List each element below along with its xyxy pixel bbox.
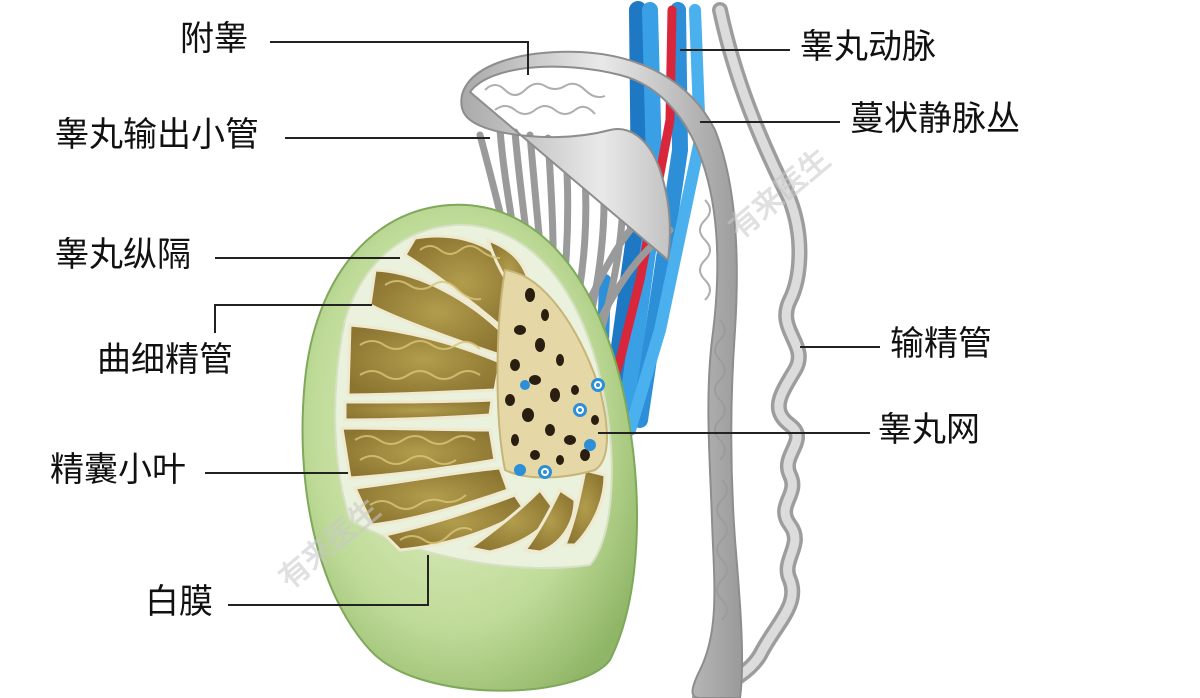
label-testicular-artery: 睾丸动脉 bbox=[800, 30, 936, 64]
label-lobules: 精囊小叶 bbox=[50, 453, 186, 487]
label-pampiniform-plexus: 蔓状静脉丛 bbox=[850, 102, 1020, 136]
label-epididymis: 附睾 bbox=[180, 22, 248, 56]
label-efferent-ductules: 睾丸输出小管 bbox=[55, 118, 259, 152]
watermark: 有来医生 bbox=[723, 142, 837, 246]
label-tunica-albuginea: 白膜 bbox=[145, 585, 213, 619]
label-rete-testis: 睾丸网 bbox=[878, 413, 980, 447]
label-seminiferous-tubules: 曲细精管 bbox=[97, 343, 233, 377]
label-vas-deferens: 输精管 bbox=[890, 327, 992, 361]
label-septum: 睾丸纵隔 bbox=[55, 238, 191, 272]
